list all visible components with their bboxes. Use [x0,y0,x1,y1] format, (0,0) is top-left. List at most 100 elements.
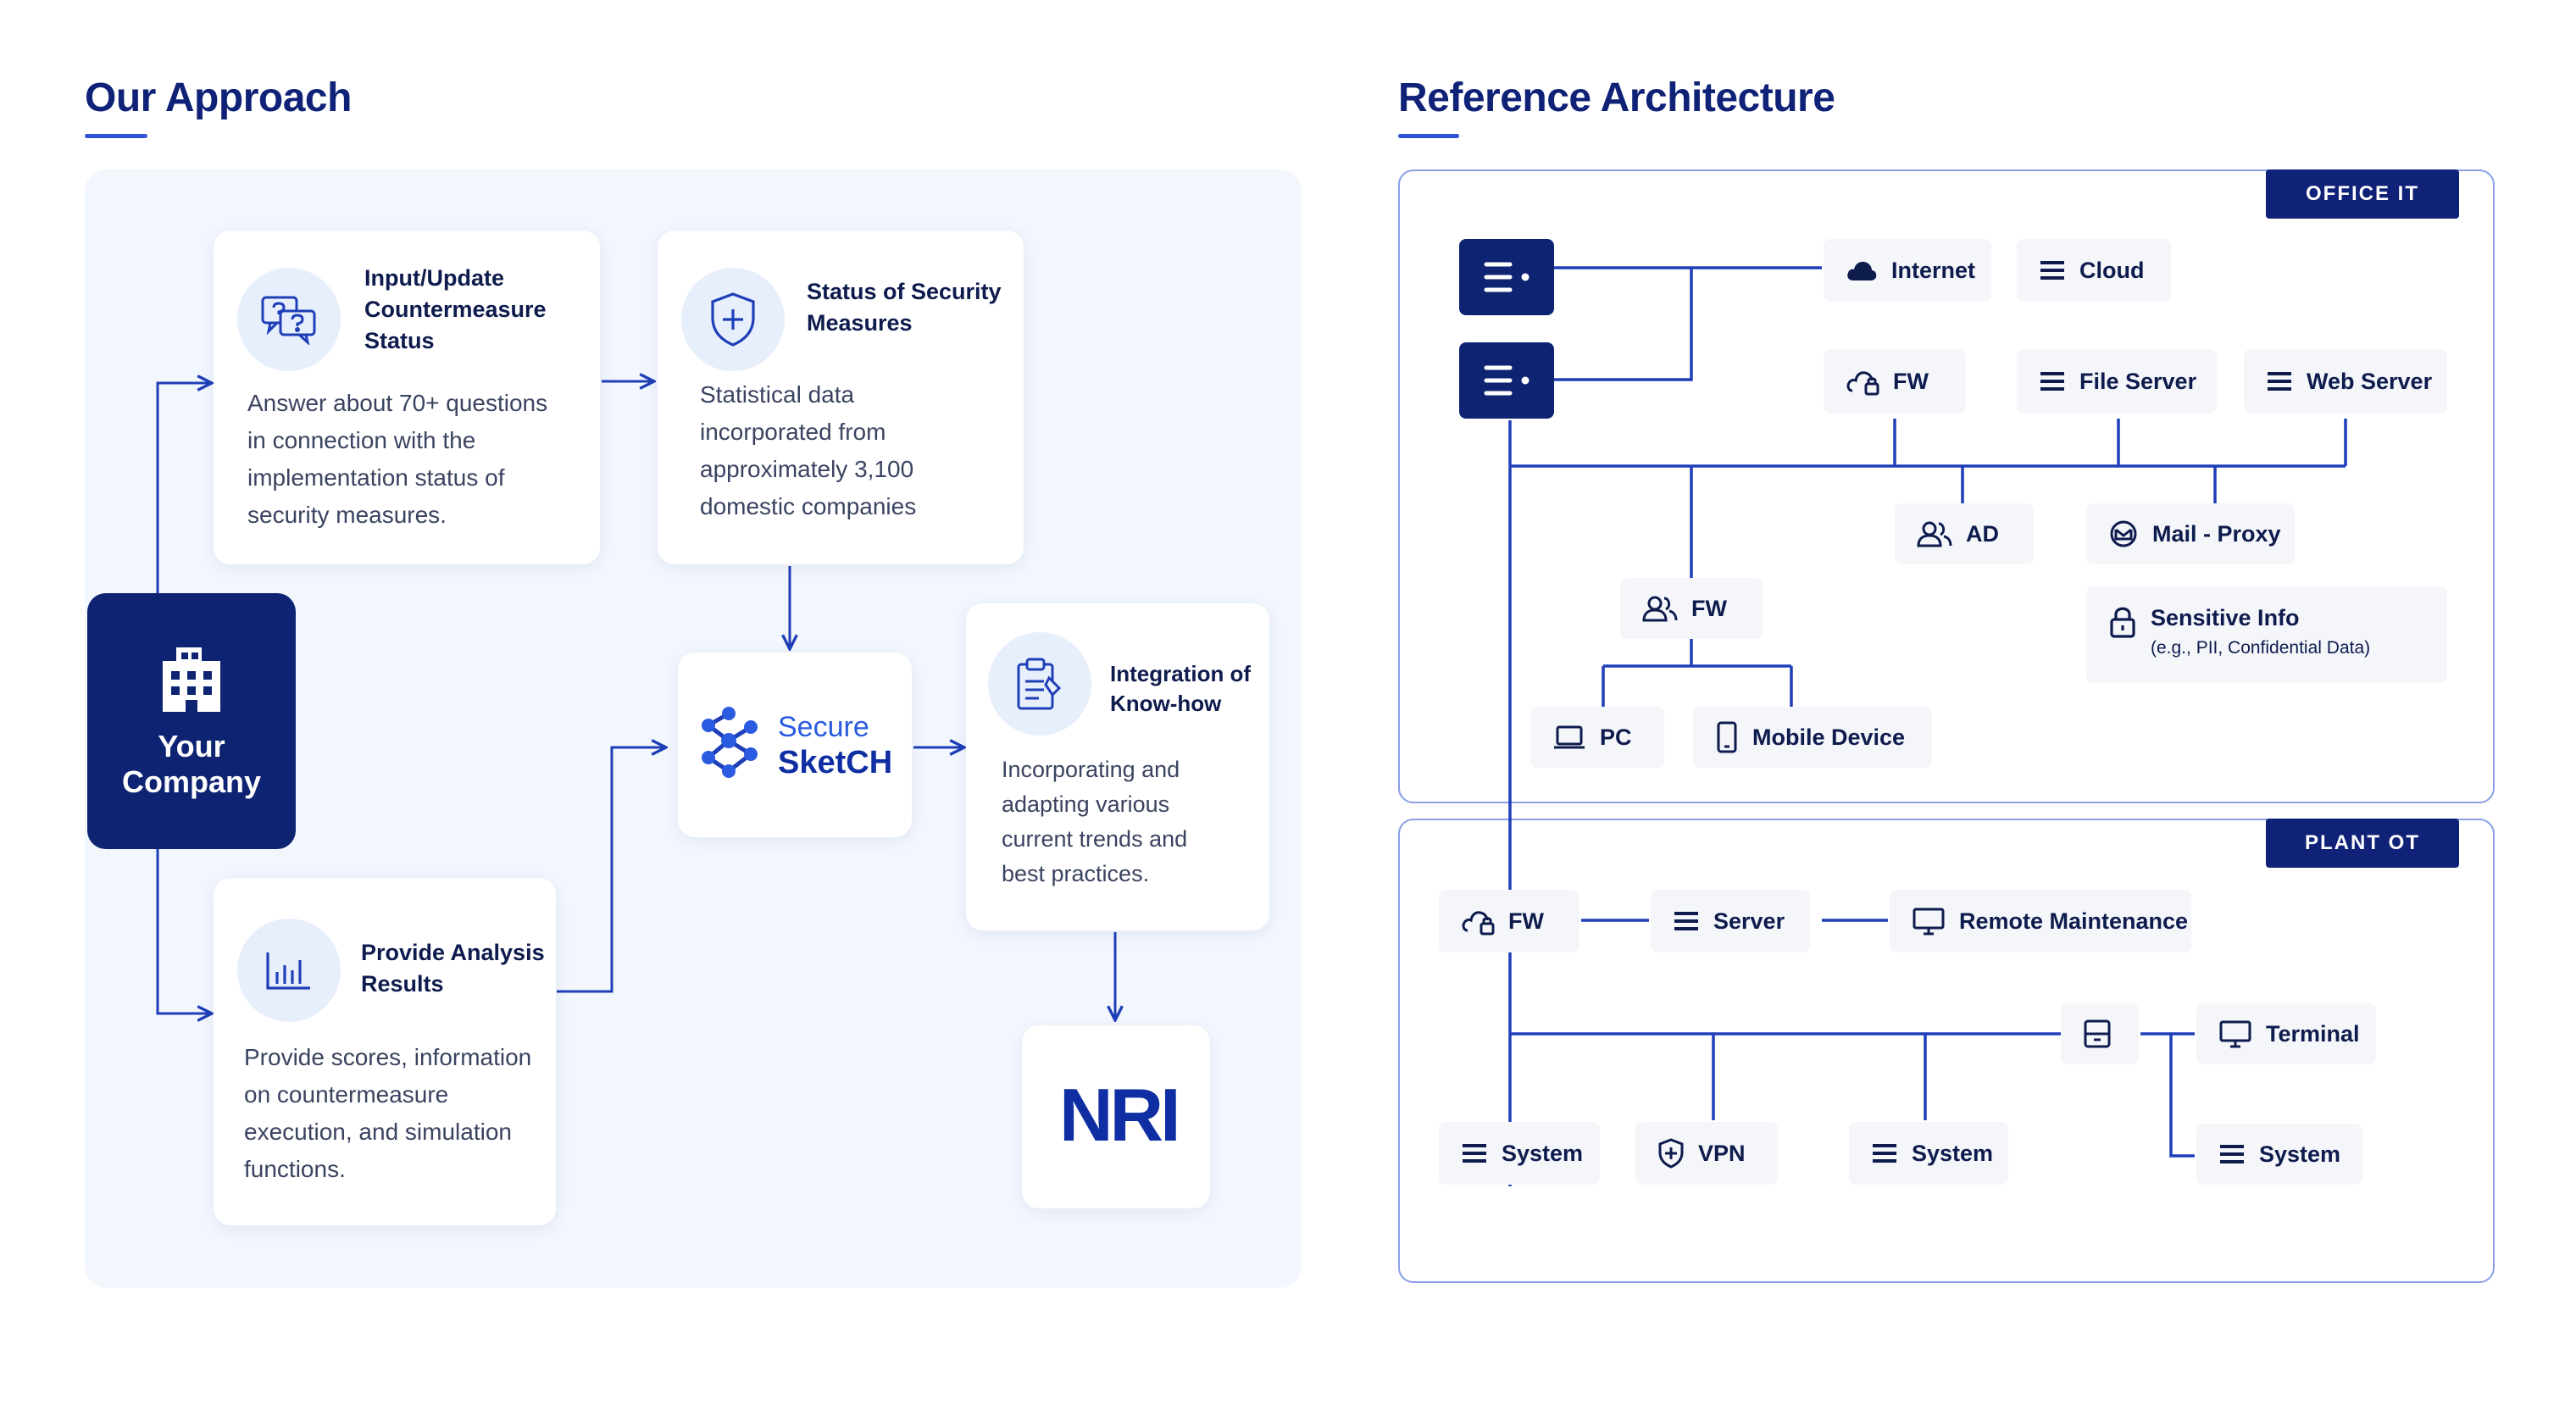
rack-server-icon [1459,239,1554,315]
analysis-results-card: Provide Analysis Results Provide scores,… [214,878,556,1225]
server-stack-icon [1463,1144,1486,1163]
plant-server-node: Server [1651,890,1810,952]
controller-device-icon [2084,1019,2111,1048]
fw2-node: FW [1620,578,1763,639]
company-label-line1: Your [158,729,225,764]
integration-card-body-line: current trends and [1002,826,1188,852]
shield-plus-icon [681,268,785,371]
input-card-body-line: security measures. [247,502,447,528]
status-card-body-line: incorporated from [700,419,886,445]
approach-title: Our Approach [85,75,352,120]
architecture-title-underline [1398,134,1459,138]
nri-card: NRI [1022,1025,1210,1208]
terminal-node: Terminal [2196,1003,2376,1064]
input-card-title-line: Status [364,328,435,353]
firewall-cloud-icon [1846,371,1879,396]
network-nodes-icon [702,707,758,778]
cloud-icon [1847,261,1877,280]
secure-sketch-line1: Secure [778,711,869,743]
integration-card-body: Incorporating and adapting various curre… [1002,752,1187,891]
arrow-analysis-to-sketch [557,747,666,993]
system2-node: System [1849,1122,2008,1185]
analysis-card-body-line: execution, and simulation [244,1119,512,1145]
terminal-label: Terminal [2266,1020,2360,1047]
line-system3-branch [2169,1034,2195,1158]
sensitive-info-text: Sensitive Info (e.g., PII, Confidential … [2151,605,2370,658]
server-stack-icon [2040,261,2064,280]
mobile-device-node: Mobile Device [1693,707,1932,768]
secure-sketch-line2: SketCH [778,745,893,780]
bar-chart-icon [237,919,341,1022]
input-update-card: Input/Update Countermeasure Status Answe… [214,230,600,564]
status-card-body-line: Statistical data [700,381,855,408]
line-fw2-branch [1602,637,1793,707]
fw2-label: FW [1691,595,1727,621]
your-company-box: Your Company [87,593,296,849]
analysis-card-body-line: Provide scores, information [244,1044,532,1070]
chat-question-icon [237,268,341,371]
server-stack-icon [2220,1145,2244,1163]
building-icon [163,647,220,712]
analysis-card-body-line: on countermeasure [244,1081,449,1108]
users-icon [1917,521,1952,547]
cloud-label: Cloud [2079,257,2145,283]
plant-fw-node: FW [1439,890,1579,952]
server-stack-icon [2040,372,2064,391]
sensitive-info-node: Sensitive Info (e.g., PII, Confidential … [2086,586,2447,683]
status-card-title-line: Status of Security [807,279,1002,304]
input-card-body: Answer about 70+ questions in connection… [247,385,547,534]
analysis-card-title-line: Provide Analysis [361,940,545,965]
integration-card-body-line: adapting various [1002,791,1170,817]
integration-knowhow-card: Integration of Know-how Incorporating an… [966,603,1269,930]
web-server-label: Web Server [2307,368,2433,394]
input-card-title: Input/Update Countermeasure Status [364,263,547,357]
mail-proxy-node: Mail - Proxy [2086,503,2295,564]
rack-server-icon [1459,342,1554,419]
pc-node: PC [1530,707,1664,768]
mail-proxy-label: Mail - Proxy [2152,520,2281,547]
server-stack-icon [2268,372,2291,391]
monitor-icon [2219,1020,2251,1048]
system3-node: System [2196,1124,2362,1185]
pc-label: PC [1600,724,1632,750]
architecture-title: Reference Architecture [1398,75,1835,120]
laptop-icon [1554,725,1585,749]
shield-plus-icon [1658,1138,1684,1169]
system2-label: System [1912,1140,1994,1166]
web-server-node: Web Server [2244,349,2447,414]
status-card-body-line: domestic companies [700,493,917,519]
company-label: Your Company [122,729,261,800]
arrow-company-to-analysis [156,849,212,1013]
analysis-card-body: Provide scores, information on counterme… [244,1039,531,1188]
server-stack-icon [1674,912,1698,930]
fw1-label: FW [1893,368,1929,394]
status-security-card: Status of Security Measures Statistical … [658,230,1024,564]
plant-ot-tag: PLANT OT [2266,819,2459,868]
integration-card-body-line: Incorporating and [1002,757,1180,782]
firewall-cloud-icon [1462,911,1495,936]
integration-card-title: Integration of Know-how [1110,659,1251,719]
users-icon [1642,596,1678,622]
secure-sketch-card: Secure SketCH [678,652,912,837]
remote-maintenance-node: Remote Maintenance [1890,890,2191,952]
fw1-node: FW [1824,349,1966,414]
status-card-body: Statistical data incorporated from appro… [700,376,916,525]
internet-node: Internet [1824,239,1991,302]
lock-icon [2110,607,2135,638]
sensitive-info-subtitle: (e.g., PII, Confidential Data) [2151,638,2371,658]
clipboard-icon [988,632,1091,736]
remote-maintenance-label: Remote Maintenance [1959,908,2189,934]
system1-node: System [1439,1122,1600,1185]
plant-controller-node [2061,1003,2139,1064]
integration-card-title-line: Know-how [1110,691,1222,716]
approach-title-underline [85,134,147,138]
system3-label: System [2259,1141,2341,1167]
file-server-label: File Server [2079,368,2197,394]
integration-card-title-line: Integration of [1110,661,1252,686]
analysis-card-title: Provide Analysis Results [361,937,545,1000]
nri-logo: NRI [1059,1073,1181,1157]
monitor-icon [1913,908,1945,936]
input-card-body-line: Answer about 70+ questions [247,390,548,416]
mail-icon [2110,520,2137,547]
